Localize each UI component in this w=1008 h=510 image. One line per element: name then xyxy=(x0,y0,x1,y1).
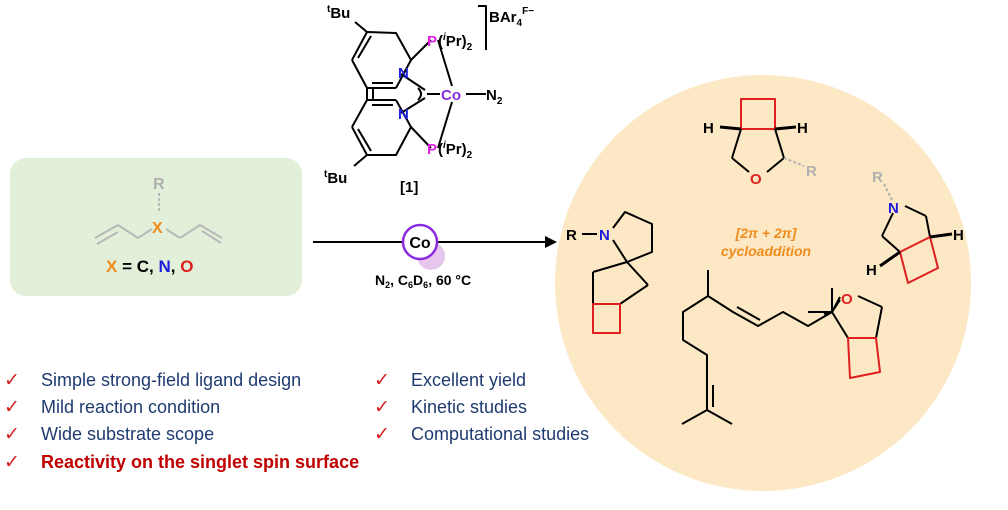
spiro-r-group: R xyxy=(566,227,577,244)
ether-r-group: R xyxy=(806,163,817,180)
pipr2-top: (iPr)2 xyxy=(438,32,473,53)
nitrogen-top: N xyxy=(398,65,409,82)
dinitrogen-ligand: N2 xyxy=(486,87,503,107)
substrate-structure xyxy=(94,193,223,245)
reaction-conditions: N2, C6D6, 60 °C xyxy=(375,272,471,290)
phosphorus-top: P xyxy=(427,33,437,50)
product-terpene-labels: O xyxy=(841,291,853,308)
product-panel xyxy=(555,75,971,491)
cycloaddition-label: [2π + 2π] cycloaddition xyxy=(721,225,811,259)
product-bicyclic-amine xyxy=(879,183,953,284)
bicyclic-r-group: R xyxy=(872,169,883,186)
product-bicyclic-amine-labels: R N H H xyxy=(866,169,964,279)
checkmark-icon: ✓ xyxy=(4,452,20,473)
spiro-nitrogen: N xyxy=(599,227,610,244)
cobalt-center: Co xyxy=(441,87,461,104)
checkmark-icon: ✓ xyxy=(374,370,390,391)
catalyst-labels: tBu tBu P (iPr)2 P (iPr)2 N N Co N2 BAr4… xyxy=(324,4,534,196)
substrate-panel xyxy=(10,158,302,296)
pipr2-bottom: (iPr)2 xyxy=(438,140,473,161)
substrate-labels: R X X = C, N, O xyxy=(106,176,193,276)
terpene-oxygen: O xyxy=(841,291,853,308)
product-ether-labels: O H H R xyxy=(703,120,817,188)
catalyst-circle xyxy=(401,223,439,261)
checkmark-icon: ✓ xyxy=(374,397,390,418)
checkmark-icon: ✓ xyxy=(4,397,20,418)
catalyst-label: [1] xyxy=(400,179,418,196)
substrate-r-group: R xyxy=(153,176,165,193)
arrow-catalyst-label: Co xyxy=(409,235,431,252)
counterion: BAr4F− xyxy=(489,6,534,29)
ether-oxygen: O xyxy=(750,171,762,188)
tbu-top: tBu xyxy=(327,4,350,22)
bicyclic-nitrogen: N xyxy=(888,200,899,217)
ether-h-right: H xyxy=(797,120,808,137)
phosphorus-bottom: P xyxy=(427,141,437,158)
nitrogen-bottom: N xyxy=(398,106,409,123)
tbu-bottom: tBu xyxy=(324,169,347,187)
reaction-arrow: Co N2, C6D6, 60 °C xyxy=(313,223,557,290)
cyclo-line1: [2π + 2π] xyxy=(735,225,798,241)
checkmark-icon: ✓ xyxy=(4,370,20,391)
product-terpene xyxy=(681,270,883,425)
product-bicyclic-ether xyxy=(719,98,805,173)
checkmark-icon: ✓ xyxy=(4,424,20,445)
substrate-heteroatom: X xyxy=(152,220,163,237)
ether-h-left: H xyxy=(703,120,714,137)
product-spiro-amine xyxy=(582,211,653,334)
bicyclic-h-right: H xyxy=(953,227,964,244)
substrate-legend: X = C, N, O xyxy=(106,257,193,276)
catalyst-structure xyxy=(351,5,487,167)
checkmark-icon: ✓ xyxy=(374,424,390,445)
bicyclic-h-left: H xyxy=(866,262,877,279)
cyclo-line2: cycloaddition xyxy=(721,243,811,259)
product-spiro-labels: R N xyxy=(566,227,610,244)
